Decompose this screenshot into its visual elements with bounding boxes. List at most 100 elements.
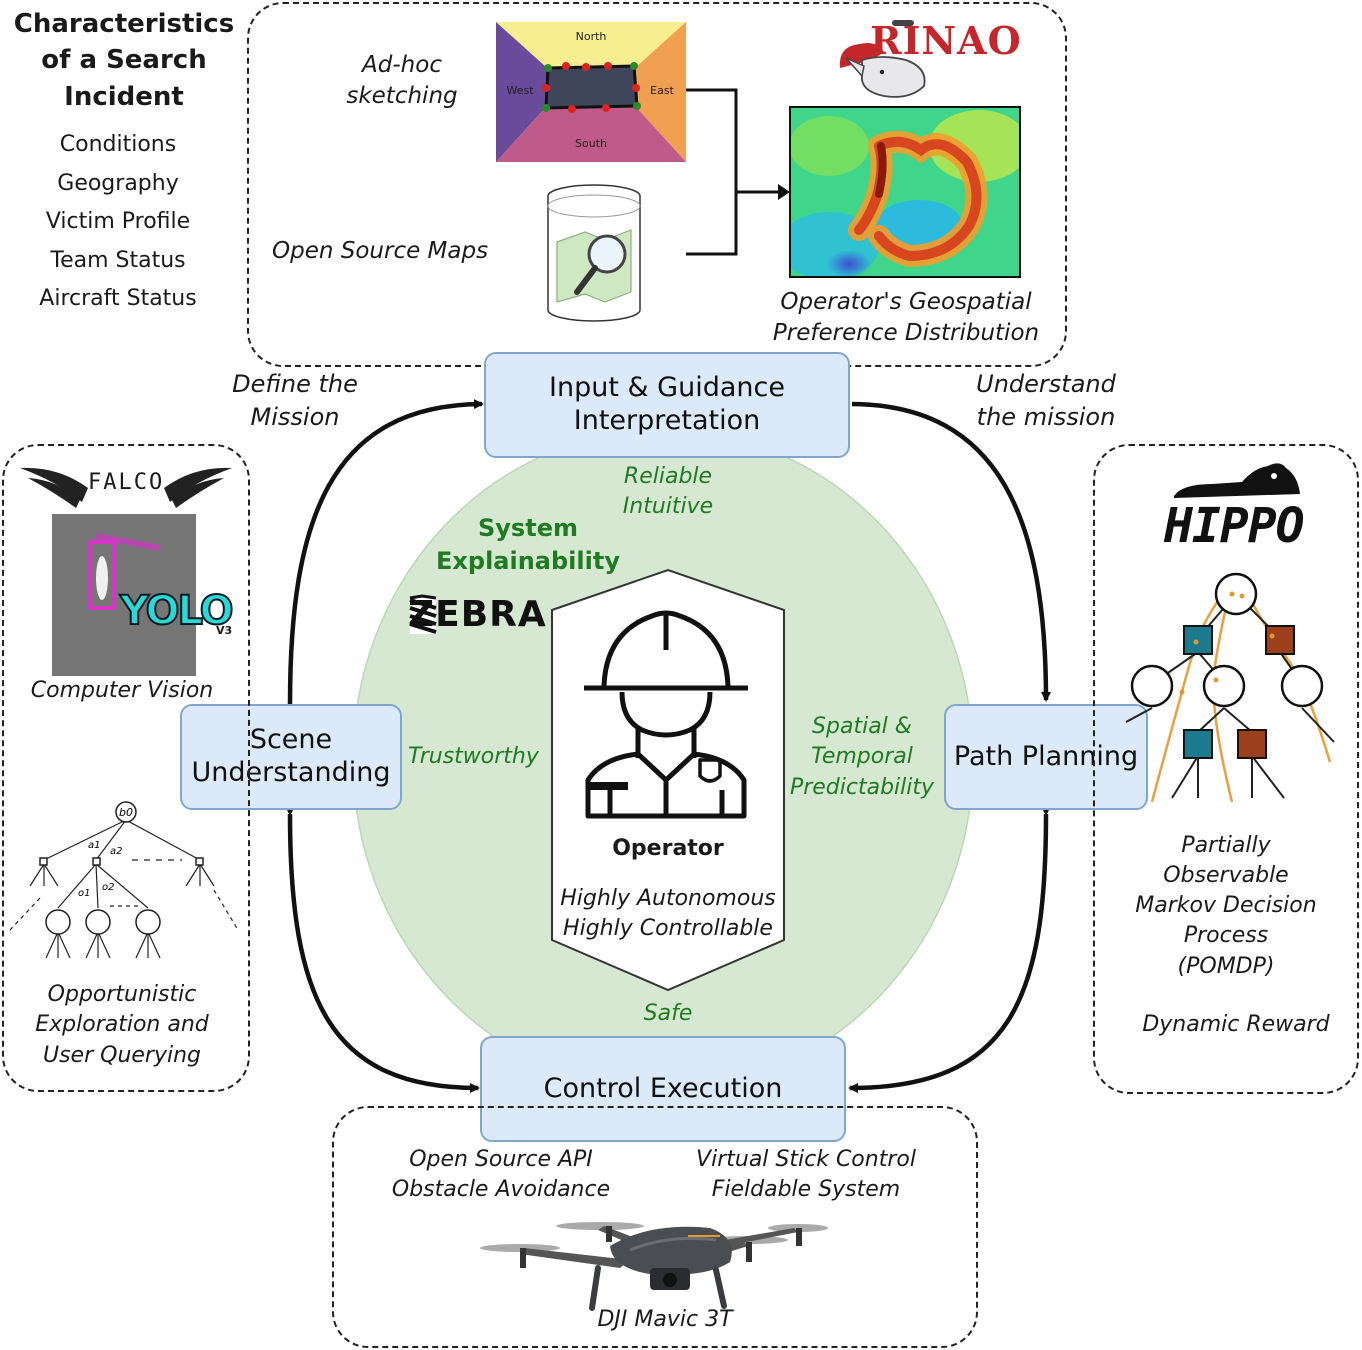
pomdp-line: Process bbox=[1183, 923, 1269, 949]
path-planning-node: Path Planning bbox=[944, 704, 1148, 810]
sketch-map: North South East West bbox=[496, 22, 686, 162]
sketch-north-label: North bbox=[576, 30, 607, 43]
open-source-maps-icon bbox=[547, 184, 641, 322]
input-node-line: Interpretation bbox=[573, 405, 761, 436]
spatial-temporal-label: Spatial & Temporal Predictability bbox=[784, 712, 940, 803]
search-tree-diagram bbox=[1125, 572, 1335, 803]
define-mission-label: Define the Mission bbox=[220, 368, 370, 433]
scene-node-line: Scene bbox=[249, 724, 333, 756]
pomdp-line: (POMDP) bbox=[1177, 953, 1275, 979]
operator-shield bbox=[551, 568, 785, 992]
control-execution-node: Control Execution bbox=[480, 1036, 846, 1142]
explore-line: User Querying bbox=[42, 1042, 202, 1068]
understand-line: Understand bbox=[976, 370, 1116, 398]
spatial-line: Spatial & bbox=[812, 714, 912, 739]
arrow-scene-control bbox=[284, 805, 480, 1093]
characteristics-title-line: Incident bbox=[64, 81, 184, 112]
rinao-rhino-icon bbox=[839, 20, 926, 98]
sketch-west-label: West bbox=[506, 84, 534, 97]
explainability-title-line: Explainability bbox=[436, 547, 620, 576]
drone-model-label: DJI Mavic 3T bbox=[597, 1307, 733, 1332]
pomdp-line: Markov Decision bbox=[1135, 893, 1317, 919]
opportunistic-exploration-label: Opportunistic Exploration and User Query… bbox=[6, 980, 238, 1071]
operator-traits: Highly Autonomous Highly Controllable bbox=[548, 884, 788, 944]
falco-wings-icon bbox=[20, 467, 232, 508]
safe-label: Safe bbox=[643, 1001, 693, 1026]
define-line: Mission bbox=[250, 402, 340, 431]
sketch-east-label: East bbox=[650, 84, 674, 97]
hippo-head-icon bbox=[1174, 463, 1300, 498]
control-execution-panel bbox=[332, 1106, 978, 1348]
trustworthy-label: Trustworthy bbox=[408, 744, 539, 769]
falco-logo: FALCO bbox=[18, 462, 234, 510]
yolo-logo-text: YOLO bbox=[119, 587, 235, 635]
drone-image bbox=[480, 1222, 828, 1311]
preference-distribution-label: Operator's Geospatial Preference Distrib… bbox=[770, 287, 1042, 349]
hippo-logo: HIPPO bbox=[1164, 458, 1304, 562]
characteristic-item: Aircraft Status bbox=[39, 286, 197, 311]
characteristic-item: Geography bbox=[57, 170, 179, 196]
rinao-logo-text: RINAO bbox=[870, 18, 1022, 63]
api-avoidance-label: Open Source API Obstacle Avoidance bbox=[372, 1145, 630, 1205]
thermal-image bbox=[52, 514, 196, 676]
pomdp-label: Partially Observable Markov Decision Pro… bbox=[1096, 831, 1356, 982]
understand-line: the mission bbox=[976, 402, 1116, 431]
drone-right-line: Virtual Stick Control bbox=[696, 1147, 916, 1172]
characteristic-item: Victim Profile bbox=[45, 209, 191, 234]
input-guidance-node: Input & Guidance Interpretation bbox=[484, 352, 850, 458]
arrow-path-control bbox=[848, 805, 1052, 1093]
tree-a2-label: a2 bbox=[110, 846, 123, 857]
computer-vision-label: Computer Vision bbox=[30, 678, 214, 703]
adhoc-line: Ad-hoc bbox=[362, 52, 442, 78]
preference-heatmap bbox=[789, 106, 1021, 278]
scene-understanding-panel bbox=[2, 444, 250, 1092]
osm-label: Open Source Maps bbox=[272, 238, 489, 264]
operator-pocket bbox=[590, 782, 628, 790]
arrow-scene-to-input bbox=[287, 399, 484, 705]
adhoc-sketching-label: Ad-hoc sketching bbox=[318, 50, 486, 113]
arrow-input-to-path bbox=[851, 401, 1051, 702]
system-explainability-title: System Explainability bbox=[430, 512, 626, 578]
belief-tree-diagram: b0 a1 a2 o1 o2 bbox=[9, 801, 239, 959]
drone-right-line: Fieldable System bbox=[711, 1176, 901, 1202]
characteristics-list: Conditions Geography Victim Profile Team… bbox=[6, 126, 230, 319]
tree-o1-label: o1 bbox=[78, 888, 90, 899]
tree-a1-label: a1 bbox=[88, 840, 101, 851]
hippo-logo-text: HIPPO bbox=[1164, 498, 1304, 554]
yolo-logo: YOLO V3 bbox=[119, 587, 235, 644]
operator-trait: Highly Controllable bbox=[563, 915, 773, 941]
tree-root-label: b0 bbox=[119, 806, 133, 819]
scene-understanding-node: Scene Understanding bbox=[180, 704, 402, 810]
zebra-logo: ZEBRA bbox=[406, 594, 546, 640]
sketch-south-label: South bbox=[575, 137, 607, 150]
input-node-line: Input & Guidance bbox=[549, 372, 785, 404]
path-planning-panel bbox=[1093, 444, 1359, 1094]
pref-line: Preference Distribution bbox=[772, 319, 1040, 346]
operator-icon bbox=[584, 610, 748, 819]
reliable-intuitive-labels: Reliable Intuitive bbox=[580, 462, 756, 523]
intuitive-label: Intuitive bbox=[622, 494, 714, 520]
drone-left-line: Open Source API bbox=[409, 1147, 593, 1172]
path-node-text: Path Planning bbox=[953, 740, 1139, 772]
pref-line: Operator's Geospatial bbox=[780, 289, 1032, 315]
adhoc-line: sketching bbox=[346, 83, 458, 110]
scene-node-line: Understanding bbox=[191, 757, 391, 788]
explore-line: Exploration and bbox=[35, 1012, 209, 1038]
drone-left-line: Obstacle Avoidance bbox=[391, 1176, 611, 1202]
spatial-line: Temporal bbox=[811, 744, 913, 770]
tree-o2-label: o2 bbox=[102, 882, 114, 893]
rinao-logo: RINAO bbox=[832, 14, 1022, 98]
zebra-head-icon bbox=[409, 594, 437, 634]
yolo-version: V3 bbox=[216, 624, 233, 637]
characteristics-title: Characteristics of a Search Incident bbox=[6, 6, 242, 115]
input-connector bbox=[686, 88, 790, 256]
characteristic-item: Conditions bbox=[59, 132, 177, 157]
characteristics-title-line: Characteristics bbox=[13, 9, 235, 39]
dynamic-reward-label: Dynamic Reward bbox=[1142, 1012, 1330, 1037]
pomdp-line: Partially bbox=[1181, 833, 1271, 858]
understand-mission-label: Understand the mission bbox=[956, 368, 1136, 433]
spatial-line: Predictability bbox=[789, 774, 935, 800]
define-line: Define the bbox=[232, 370, 358, 398]
virtual-stick-label: Virtual Stick Control Fieldable System bbox=[676, 1145, 936, 1205]
characteristics-title-line: of a Search bbox=[41, 45, 207, 76]
